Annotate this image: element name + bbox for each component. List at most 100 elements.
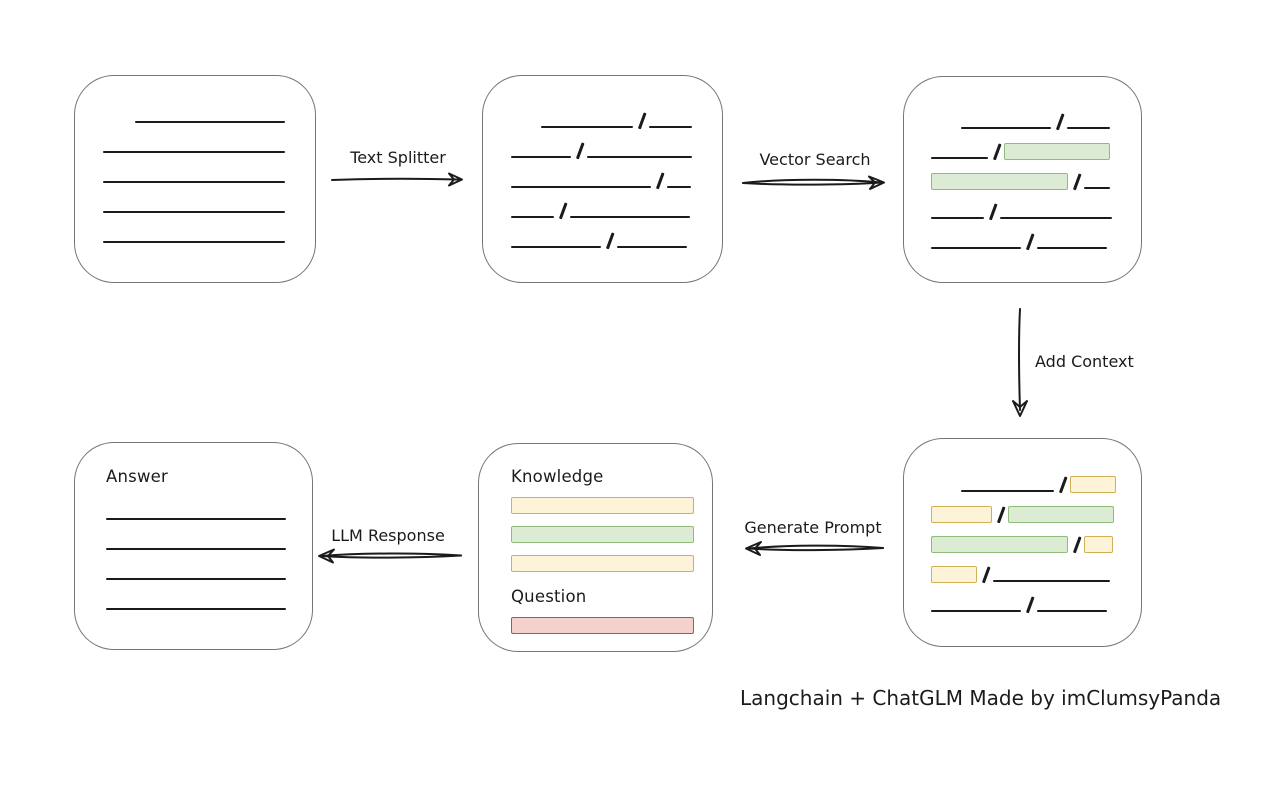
slash-separator — [655, 172, 665, 190]
chunk-row — [931, 99, 1139, 131]
chunk-row — [931, 522, 1139, 554]
answer-label: Answer — [106, 467, 168, 486]
text-line — [511, 246, 601, 248]
chunk-row — [931, 219, 1139, 251]
arrow-vector-search: Vector Search — [740, 150, 890, 194]
yellow-highlight-chunk — [931, 506, 992, 523]
node-prompt: Knowledge Question — [478, 443, 713, 652]
knowledge-chunk-green — [511, 526, 694, 543]
text-line — [511, 186, 651, 188]
left-arrow-icon — [318, 548, 462, 564]
node-source-document — [74, 75, 316, 283]
left-arrow-icon — [745, 541, 884, 556]
text-line — [992, 580, 1110, 582]
knowledge-chunk-yellow — [511, 555, 694, 572]
llm-response-label: LLM Response — [331, 526, 445, 545]
indent-gap — [103, 122, 135, 123]
arrow-text-splitter: Text Splitter — [330, 148, 466, 190]
slash-separator — [1072, 536, 1082, 554]
chunk-row — [103, 183, 313, 213]
generate-prompt-label: Generate Prompt — [744, 518, 882, 537]
chunk-row — [103, 93, 313, 123]
yellow-highlight-chunk — [1069, 476, 1116, 493]
indent-gap — [931, 491, 961, 492]
text-line — [961, 490, 1054, 492]
text-line — [135, 121, 285, 123]
text-line — [511, 156, 571, 158]
text-line — [106, 608, 286, 610]
chunk-row — [931, 189, 1139, 221]
slash-separator — [637, 112, 647, 130]
text-line — [931, 157, 988, 159]
chunk-row — [931, 492, 1139, 524]
chunk-row — [511, 158, 720, 190]
text-line — [999, 217, 1112, 219]
chunk-row — [106, 550, 310, 580]
add-context-label: Add Context — [1035, 352, 1134, 371]
text-line — [106, 578, 286, 580]
text-line — [103, 181, 285, 183]
chunk-row — [511, 188, 720, 220]
green-highlight-chunk — [931, 173, 1068, 190]
chunk-row — [931, 552, 1139, 584]
chunk-row — [106, 580, 310, 610]
green-highlight-chunk — [931, 536, 1068, 553]
arrow-generate-prompt: Generate Prompt — [740, 518, 886, 560]
chunk-lines — [483, 76, 722, 250]
chunk-row — [103, 123, 313, 153]
knowledge-chunk-yellow — [511, 497, 694, 514]
text-line — [586, 156, 692, 158]
chunk-row — [511, 98, 720, 130]
right-arrow-icon — [742, 175, 885, 190]
slash-separator — [558, 202, 568, 220]
slash-separator — [1058, 476, 1068, 494]
text-line — [511, 216, 554, 218]
text-line — [106, 548, 286, 550]
slash-separator — [1025, 233, 1035, 251]
text-line — [666, 186, 691, 188]
node-text-chunks — [482, 75, 723, 283]
down-arrow-icon — [1012, 308, 1028, 417]
question-label: Question — [511, 587, 587, 606]
slash-separator — [992, 143, 1002, 161]
yellow-highlight-chunk — [931, 566, 977, 583]
chunk-row — [106, 490, 310, 520]
indent-gap — [511, 127, 541, 128]
chunk-row — [103, 213, 313, 243]
chunk-row — [106, 520, 310, 550]
credit-text: Langchain + ChatGLM Made by imClumsyPand… — [740, 686, 1222, 710]
text-line — [1036, 610, 1107, 612]
slash-separator — [575, 142, 585, 160]
text-line — [569, 216, 690, 218]
chunk-row — [511, 218, 720, 250]
text-line — [616, 246, 687, 248]
text-line — [1083, 187, 1110, 189]
node-context-chunks — [903, 438, 1142, 647]
right-arrow-icon — [331, 172, 463, 187]
text-splitter-label: Text Splitter — [350, 148, 446, 167]
document-lines — [75, 76, 315, 243]
vector-search-label: Vector Search — [759, 150, 871, 169]
text-line — [103, 151, 285, 153]
arrow-add-context: Add Context — [1006, 306, 1176, 422]
chunk-row — [511, 128, 720, 160]
knowledge-label: Knowledge — [511, 467, 604, 486]
node-matched-chunks — [903, 76, 1142, 283]
text-line — [103, 241, 285, 243]
match-lines — [904, 77, 1141, 251]
text-line — [1066, 127, 1110, 129]
text-line — [541, 126, 633, 128]
text-line — [931, 610, 1021, 612]
text-line — [106, 518, 286, 520]
question-chunk-red — [511, 617, 694, 634]
node-answer: Answer — [74, 442, 313, 650]
chunk-row — [931, 129, 1139, 161]
text-line — [648, 126, 692, 128]
chunk-row — [931, 159, 1139, 191]
chunk-row — [931, 582, 1139, 614]
slash-separator — [981, 566, 991, 584]
slash-separator — [996, 506, 1006, 524]
slash-separator — [1025, 596, 1035, 614]
indent-gap — [931, 128, 961, 129]
